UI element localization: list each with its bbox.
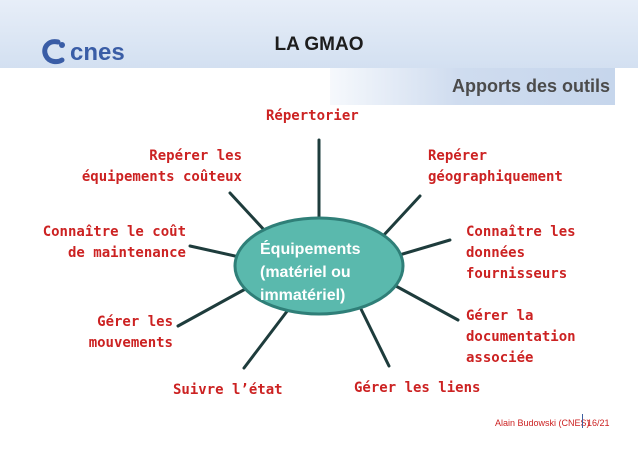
center-node-label: Équipements (matériel ou immatériel) [260, 241, 361, 304]
node-liens: Gérer les liens [354, 380, 481, 396]
node-etat: Suivre l’état [173, 382, 283, 398]
spoke-etat [242, 308, 290, 370]
spoke-mouvements [176, 285, 251, 328]
cnes-logo: cnes [40, 36, 150, 66]
page-number: 16/21 [587, 418, 610, 428]
node-cout: Connaître le coût de maintenance [42, 224, 186, 261]
spoke-documentation [392, 283, 460, 322]
header-band [0, 0, 638, 68]
node-fournisseurs: Connaître les données fournisseurs [466, 224, 576, 282]
spoke-couteux [228, 191, 268, 234]
spoke-fournisseurs [394, 238, 452, 258]
logo-text: cnes [70, 39, 125, 66]
node-couteux: Repérer les équipements coûteux [81, 148, 242, 185]
spoke-reperer-geo [381, 194, 422, 238]
node-repertorier: Répertorier [266, 108, 359, 124]
spoke-cout [188, 244, 246, 260]
node-reperer-geo: Repérer géographiquement [428, 148, 563, 185]
subtitle-bar [330, 68, 615, 105]
node-mouvements: Gérer les mouvements [88, 314, 173, 351]
center-node [233, 216, 405, 316]
page-subtitle: Apports des outils [451, 76, 610, 96]
node-documentation: Gérer la documentation associée [466, 308, 576, 366]
page-title: LA GMAO [274, 34, 364, 55]
spoke-liens [359, 307, 391, 368]
footer-author: Alain Budowski (CNES) [495, 418, 590, 428]
footer-separator [582, 414, 583, 428]
